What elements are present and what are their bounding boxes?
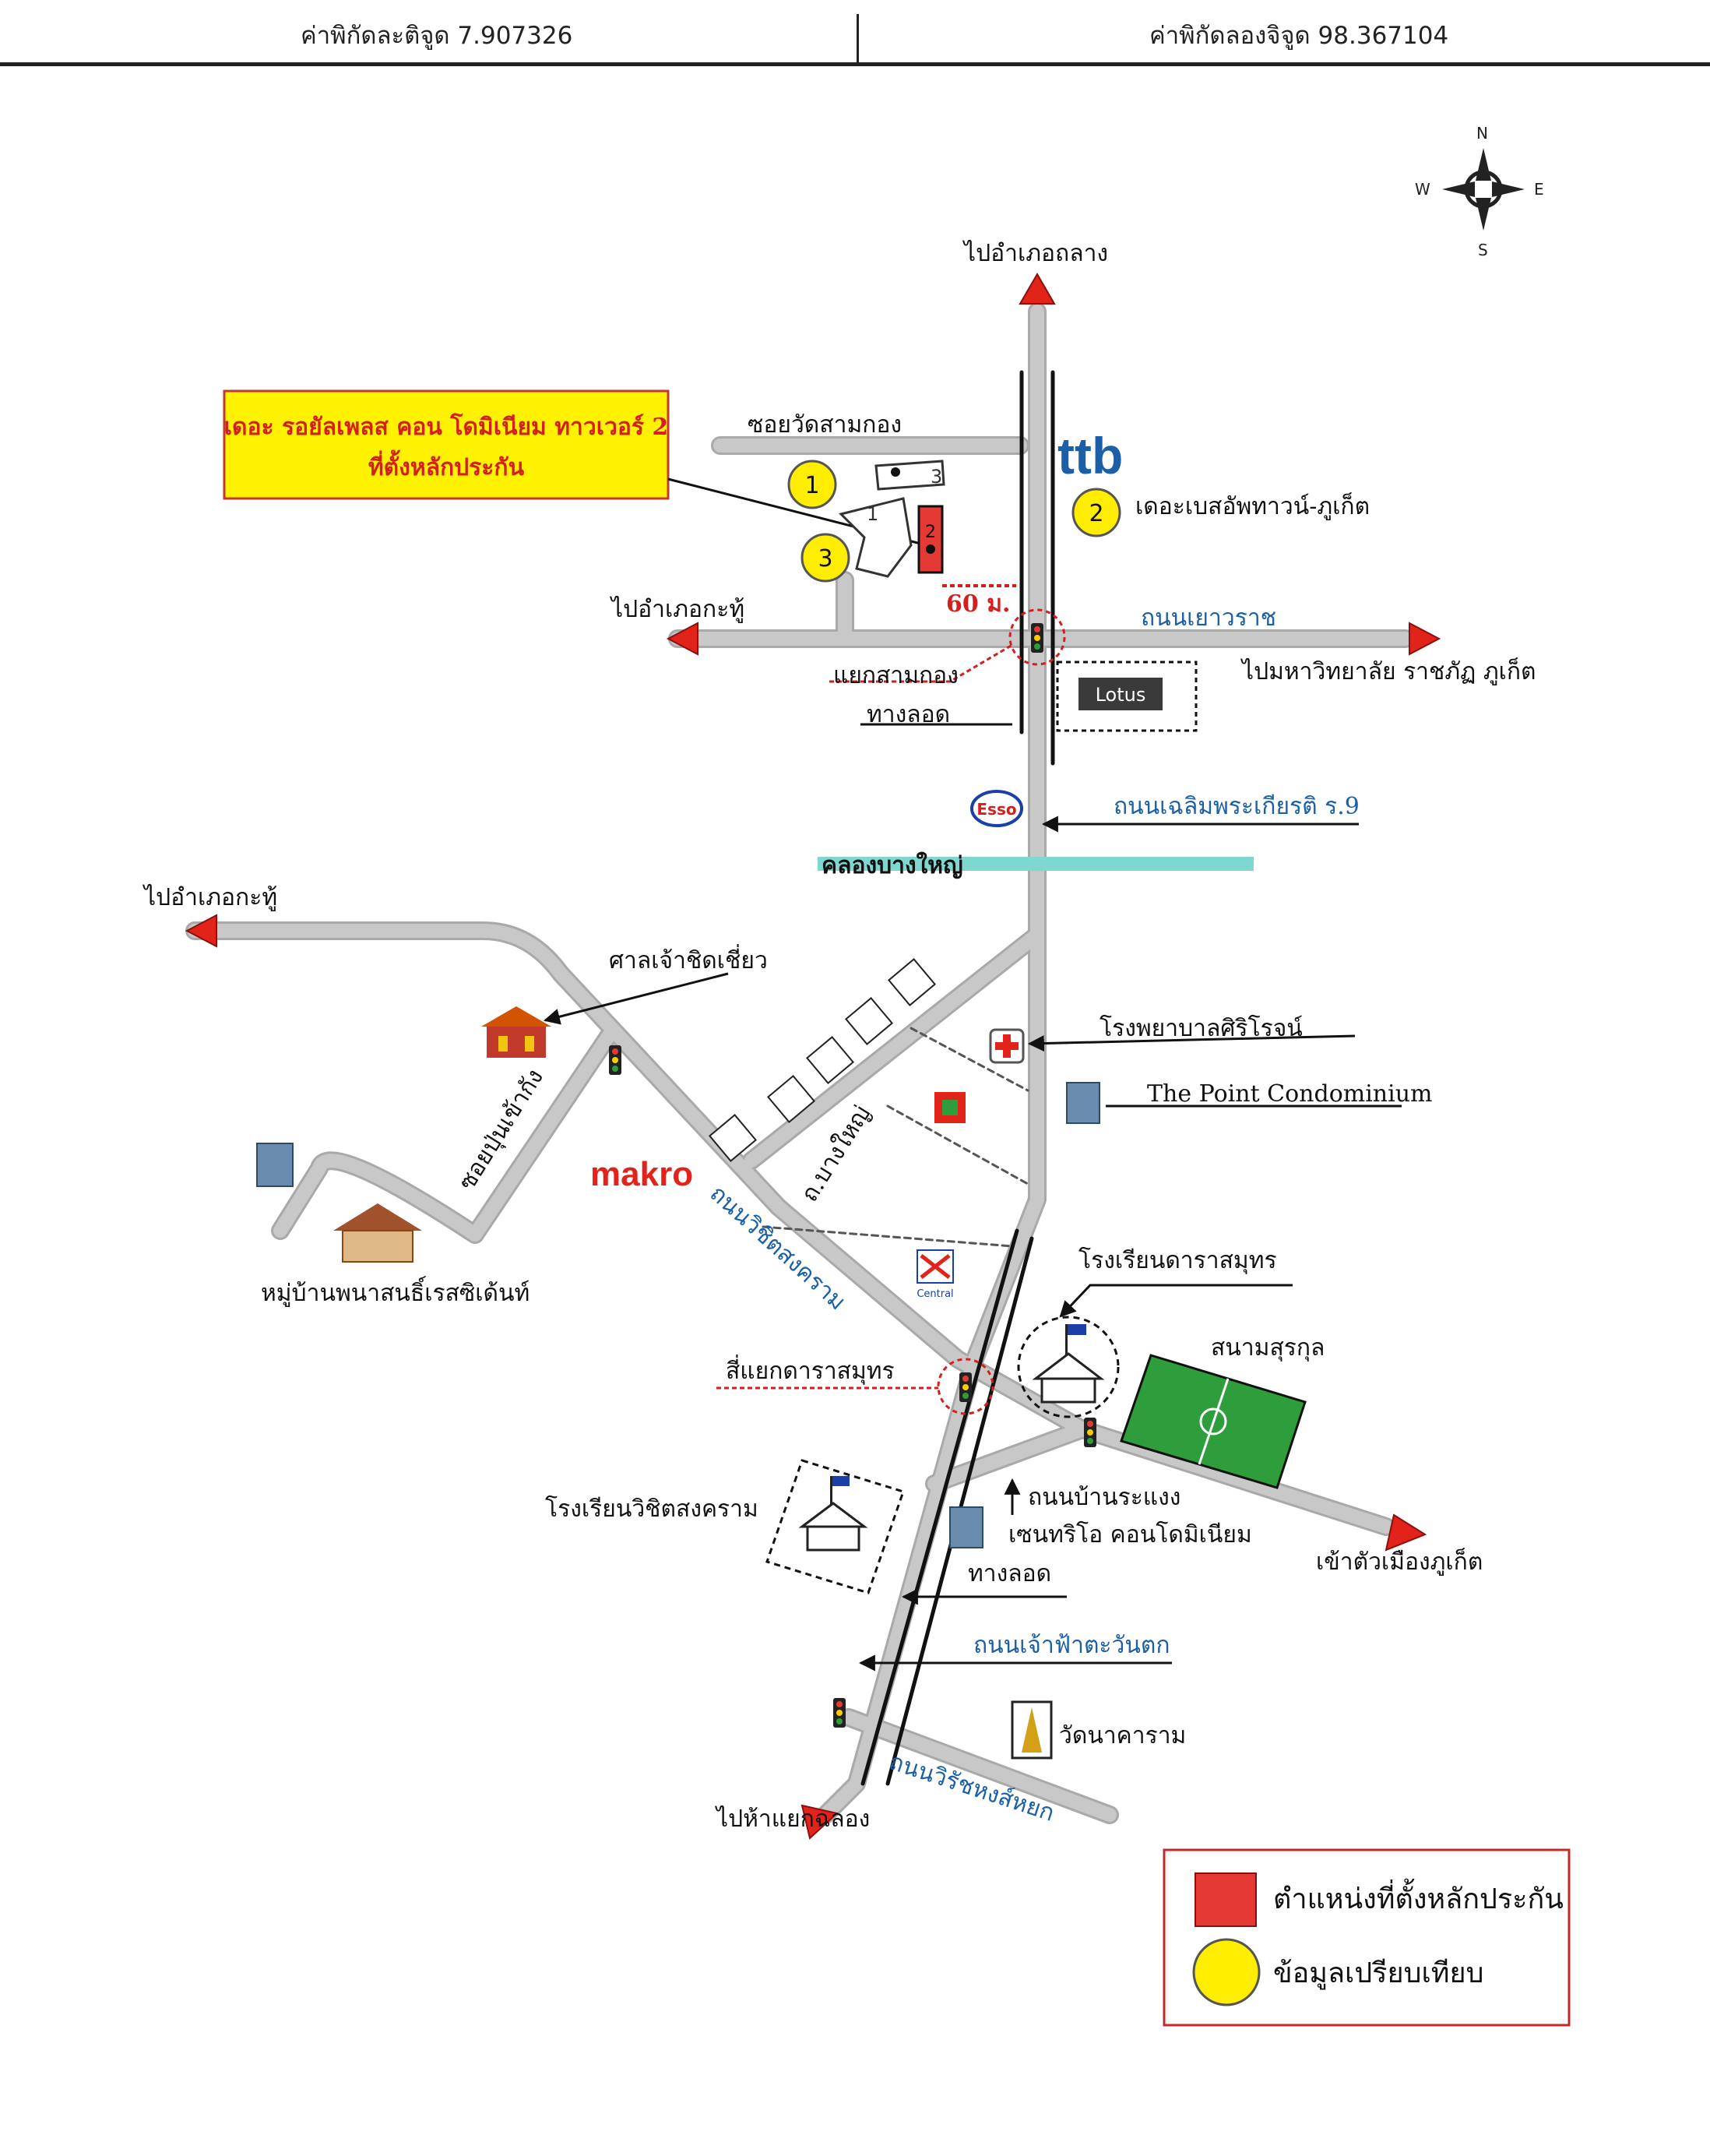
condo-building-icons	[256, 1082, 1100, 1548]
label-soi-wat-samkong: ซอยวัดสามกอง	[748, 411, 902, 439]
label-shrine: ศาลเจ้าชิดเชี่ยว	[609, 944, 768, 974]
esso-icon: Esso	[970, 790, 1023, 827]
compass-n: N	[1476, 124, 1488, 143]
arrow-west-left	[185, 914, 217, 948]
label-samkong-junction: แยกสามกอง	[833, 662, 959, 689]
dara-school-icon	[1017, 1316, 1120, 1418]
latitude-label: ค่าพิกัดละติจูด 7.907326	[301, 22, 573, 50]
legend-comparable-label: ข้อมูลเปรียบเทียบ	[1273, 1957, 1483, 1990]
label-to-university: ไปมหาวิทยาลัย ราชภัฏ ภูเก็ต	[1240, 657, 1536, 685]
comparable-2: 2	[1071, 488, 1121, 537]
collateral-tower	[917, 505, 944, 574]
comparable-1: 1	[787, 460, 837, 509]
svg-text:1: 1	[867, 503, 878, 525]
svg-text:Central: Central	[917, 1288, 953, 1300]
svg-text:ttb: ttb	[1057, 427, 1123, 484]
compass-s: S	[1478, 241, 1488, 259]
legend-comparable-swatch	[1192, 1938, 1261, 2006]
svg-text:Lotus: Lotus	[1096, 684, 1146, 706]
comparable-markers: 1 3 2	[787, 460, 1121, 583]
collateral-callout: เดอะ รอยัลเพลส คอน โดมิเนียม ทาวเวอร์ 2 …	[223, 389, 927, 547]
leader-lines	[543, 643, 1402, 1672]
label-centrio: เซนทริโอ คอนโดมิเนียม	[1008, 1520, 1252, 1548]
village-house-icon	[333, 1203, 422, 1263]
label-stadium: สนามสุรกุล	[1211, 1334, 1325, 1362]
svg-text:60 ม.: 60 ม.	[946, 590, 1010, 618]
compass-rose-icon: N S W E	[1415, 124, 1544, 259]
direction-arrows	[185, 273, 1441, 1840]
label-wat-naram: วัดนาคาราม	[1059, 1722, 1186, 1749]
label-dara-junction: สี่แยกดาราสมุทร	[726, 1355, 895, 1386]
svg-text:1: 1	[804, 472, 819, 499]
wichit-school-icon	[765, 1459, 905, 1594]
arrow-north	[1019, 273, 1056, 305]
label-chaofa-rd: ถนนเจ้าฟ้าตะวันตก	[973, 1632, 1170, 1659]
arrow-west-top	[666, 622, 698, 656]
traffic-lights	[609, 608, 1096, 1728]
svg-text:3: 3	[818, 545, 832, 572]
label-underpass-top: ทางลอด	[867, 701, 950, 728]
label-chaloem-rd: ถนนเฉลิมพระเกียรติ ร.9	[1114, 793, 1360, 820]
svg-text:3: 3	[931, 466, 942, 488]
label-to-chalong: ไปห้าแยกฉลอง	[715, 1805, 870, 1833]
temple-icon	[1011, 1700, 1053, 1760]
arrow-east	[1409, 622, 1441, 656]
lotus-store: Lotus	[1056, 661, 1198, 732]
label-ban-rawaeng: ถนนบ้านระแงง	[1028, 1484, 1180, 1511]
coordinates-header: ค่าพิกัดละติจูด 7.907326 ค่าพิกัดลองจิจู…	[0, 0, 1710, 69]
longitude-label: ค่าพิกัดลองจิจูด 98.367104	[1149, 22, 1449, 50]
compass-w: W	[1415, 180, 1430, 199]
road-network	[185, 302, 1415, 1824]
label-to-kathu-top: ไปอำเภอกะทู้	[610, 595, 744, 623]
legend-collateral-label: ตำแหน่งที่ตั้งหลักประกัน	[1273, 1878, 1564, 1915]
arrow-south	[800, 1804, 839, 1840]
map-legend: ตำแหน่งที่ตั้งหลักประกัน ข้อมูลเปรียบเที…	[1163, 1848, 1571, 2027]
condo-cluster: 1 3 2	[839, 460, 945, 578]
legend-collateral-swatch	[1195, 1872, 1257, 1927]
label-the-base: เดอะเบสอัพทาวน์-ภูเก็ต	[1135, 491, 1370, 520]
hospital-icon	[989, 1028, 1025, 1064]
svg-text:Esso: Esso	[976, 800, 1016, 819]
makro-logo: makro	[590, 1155, 693, 1193]
label-to-city: เข้าตัวเมืองภูเก็ต	[1316, 1547, 1483, 1576]
svg-text:2: 2	[925, 523, 936, 542]
arrow-southeast	[1385, 1513, 1427, 1552]
compass-e: E	[1534, 180, 1544, 199]
label-to-thalang: ไปอำเภอถลาง	[962, 239, 1108, 267]
stadium-icon	[1120, 1354, 1307, 1489]
comparable-3: 3	[800, 533, 850, 583]
label-hospital: โรงพยาบาลศิริโรจน์	[1100, 1014, 1303, 1042]
store-icon	[934, 1092, 966, 1123]
header-divider	[857, 14, 859, 64]
label-underpass-bottom: ทางลอด	[968, 1560, 1051, 1587]
label-yaowarat-rd: ถนนเยาวราช	[1141, 604, 1276, 632]
ttb-logo: ttb	[1057, 427, 1123, 484]
label-dara-school: โรงเรียนดาราสมุทร	[1078, 1246, 1277, 1275]
canal	[818, 857, 1254, 871]
label-village: หมู่บ้านพนาสนธิ์เรสซิเด้นท์	[261, 1276, 530, 1307]
label-to-kathu-left: ไปอำเภอกะทู้	[142, 883, 277, 911]
label-wichit-school: โรงเรียนวิชิตสงคราม	[545, 1495, 758, 1523]
housing-blocks	[709, 958, 936, 1162]
distance-marker: 60 ม.	[942, 584, 1016, 618]
callout-line2: ที่ตั้งหลักประกัน	[368, 449, 525, 481]
canal-label: คลองบางใหญ่	[822, 851, 963, 879]
map-labels: ไปอำเภอถลาง ซอยวัดสามกอง เดอะเบสอัพทาวน์…	[142, 239, 1536, 1833]
callout-line1: เดอะ รอยัลเพลส คอน โดมิเนียม ทาวเวอร์ 2	[224, 412, 669, 441]
shrine-icon	[481, 1006, 551, 1058]
header-rule	[0, 62, 1710, 66]
label-the-point: The Point Condominium	[1147, 1080, 1433, 1108]
central-icon: Central	[917, 1249, 954, 1300]
svg-text:2: 2	[1089, 500, 1103, 527]
